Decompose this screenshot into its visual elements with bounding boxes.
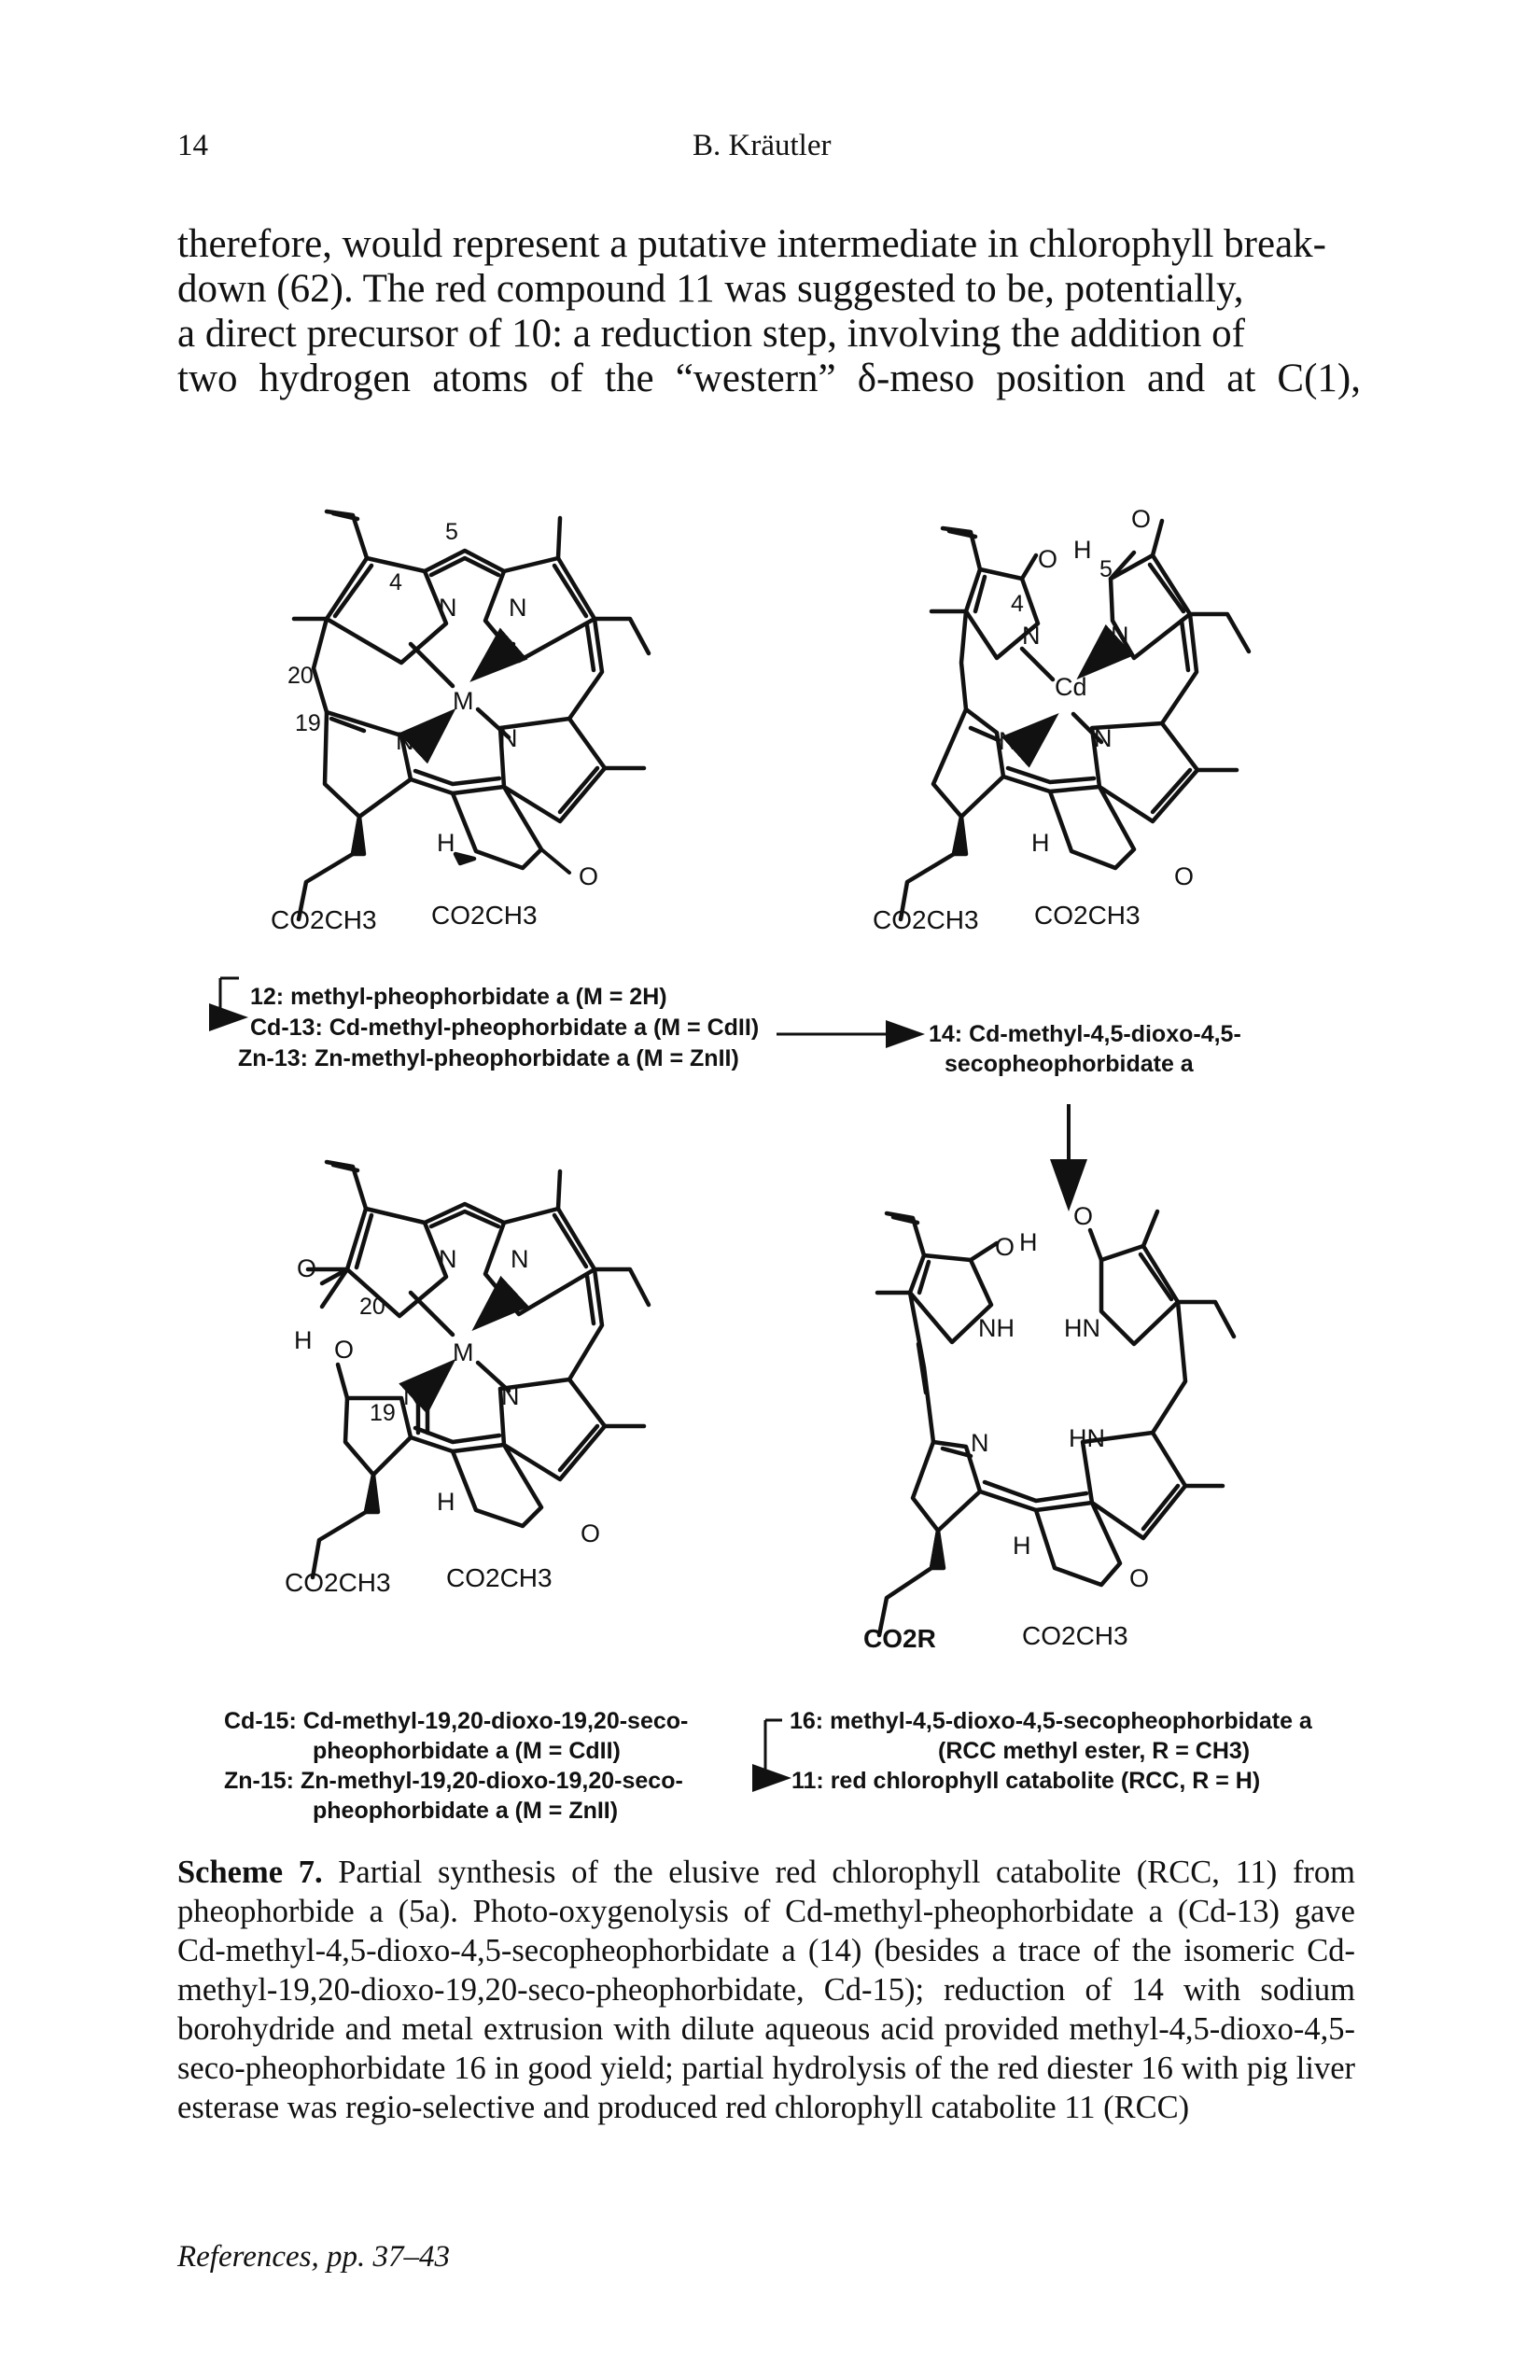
atom-labels-14: O H O N N Cd N N H O 5 4 CO2CH3 CO2CH3: [873, 505, 1194, 934]
svg-text:M: M: [453, 1338, 474, 1366]
svg-text:HN: HN: [1069, 1424, 1105, 1452]
intro-line: two hydrogen atoms of the “western” δ-me…: [177, 357, 1361, 400]
svg-text:O: O: [1174, 862, 1194, 890]
label-11: 11: red chlorophyll catabolite (RCC, R =…: [791, 1768, 1261, 1794]
caption-label: Scheme 7.: [177, 1855, 323, 1890]
intro-line: a direct precursor of 10: a reduction st…: [177, 312, 1245, 356]
svg-text:H: H: [1019, 1228, 1038, 1256]
reaction-scheme: N N M N N H O 5 4 20 19 CO2CH3 CO2CH3: [209, 505, 1252, 1792]
svg-text:CO2CH3: CO2CH3: [873, 905, 979, 934]
svg-text:5: 5: [445, 519, 458, 545]
intro-line: therefore, would represent a putative in…: [177, 222, 1326, 266]
svg-text:CO2CH3: CO2CH3: [446, 1563, 553, 1592]
svg-text:N: N: [1111, 622, 1129, 650]
svg-text:O: O: [581, 1519, 600, 1547]
page-number: 14: [177, 129, 208, 162]
svg-text:O: O: [1129, 1564, 1149, 1592]
structure-15: [305, 1159, 651, 1580]
atom-labels-16: O H O NH HN N HN H O CO2R CO2CH3: [863, 1202, 1149, 1653]
label-cd15-line2: pheophorbidate a (M = CdII): [313, 1738, 621, 1764]
svg-text:20: 20: [359, 1294, 385, 1320]
svg-text:H: H: [294, 1326, 313, 1354]
svg-text:N: N: [1094, 724, 1113, 752]
structure-16-11: [875, 1209, 1237, 1638]
svg-text:4: 4: [1011, 591, 1024, 617]
running-title: B. Kräutler: [693, 129, 832, 162]
svg-text:H: H: [1073, 536, 1092, 564]
svg-text:4: 4: [389, 569, 402, 595]
label-14-line1: 14: Cd-methyl-4,5-dioxo-4,5-: [929, 1021, 1241, 1047]
svg-text:N: N: [971, 1429, 989, 1457]
svg-text:O: O: [297, 1254, 316, 1282]
svg-text:H: H: [1013, 1532, 1031, 1560]
label-cd15-line1: Cd-15: Cd-methyl-19,20-dioxo-19,20-seco-: [224, 1708, 689, 1734]
structure-14: [898, 518, 1252, 922]
svg-text:CO2CH3: CO2CH3: [1022, 1621, 1128, 1650]
svg-text:N: N: [439, 594, 457, 622]
svg-text:M: M: [453, 687, 474, 715]
svg-text:19: 19: [370, 1400, 396, 1426]
svg-text:N: N: [396, 727, 414, 755]
structure-12-13: [291, 509, 651, 922]
svg-text:N: N: [999, 727, 1017, 755]
svg-text:N: N: [439, 1245, 457, 1273]
svg-text:H: H: [437, 1488, 455, 1516]
svg-text:N: N: [509, 594, 527, 622]
svg-text:O: O: [1131, 505, 1151, 533]
svg-text:N: N: [511, 1245, 529, 1273]
svg-text:O: O: [995, 1233, 1015, 1261]
label-zn13: Zn-13: Zn-methyl-pheophorbidate a (M = Z…: [238, 1045, 739, 1071]
svg-text:NH: NH: [978, 1314, 1015, 1342]
svg-text:N: N: [1022, 622, 1041, 650]
svg-text:O: O: [579, 862, 598, 890]
svg-text:O: O: [1073, 1202, 1093, 1230]
svg-text:CO2CH3: CO2CH3: [1034, 901, 1141, 930]
atom-labels-15: O H O N N M N N H O 20 19 CO2CH3 CO2CH3: [285, 1245, 600, 1597]
intro-paragraph: therefore, would represent a putative in…: [177, 222, 1361, 401]
label-zn15-line2: pheophorbidate a (M = ZnII): [313, 1798, 619, 1824]
svg-text:5: 5: [1099, 556, 1113, 582]
svg-text:19: 19: [295, 710, 321, 736]
label-zn15-line1: Zn-15: Zn-methyl-19,20-dioxo-19,20-seco-: [224, 1768, 683, 1794]
svg-text:Cd: Cd: [1055, 673, 1087, 701]
svg-text:N: N: [403, 1382, 422, 1410]
svg-text:O: O: [334, 1336, 354, 1364]
svg-text:CO2CH3: CO2CH3: [271, 905, 377, 934]
label-14-line2: secopheophorbidate a: [945, 1051, 1194, 1077]
reaction-arrows: [209, 976, 1087, 1792]
svg-text:CO2R: CO2R: [863, 1624, 936, 1653]
svg-text:CO2CH3: CO2CH3: [431, 901, 538, 930]
svg-text:CO2CH3: CO2CH3: [285, 1568, 391, 1597]
svg-text:H: H: [1031, 829, 1050, 857]
atom-labels-12: N N M N N H O 5 4 20 19 CO2CH3 CO2CH3: [271, 519, 598, 934]
svg-text:H: H: [437, 829, 455, 857]
svg-text:N: N: [501, 1382, 520, 1410]
label-16-line1: 16: methyl-4,5-dioxo-4,5-secopheophorbid…: [790, 1708, 1312, 1734]
label-12: 12: methyl-pheophorbidate a (M = 2H): [250, 984, 667, 1010]
label-cd13: Cd-13: Cd-methyl-pheophorbidate a (M = C…: [250, 1015, 760, 1041]
svg-text:N: N: [499, 724, 518, 752]
svg-text:20: 20: [287, 663, 314, 689]
references-footer: References, pp. 37–43: [177, 2240, 451, 2274]
svg-text:HN: HN: [1064, 1314, 1100, 1342]
caption-text: Partial synthesis of the elusive red chl…: [177, 1855, 1356, 2125]
label-16-line2: (RCC methyl ester, R = CH3): [938, 1738, 1251, 1764]
svg-text:O: O: [1038, 545, 1057, 573]
intro-line: down (62). The red compound 11 was sugge…: [177, 267, 1244, 311]
scheme-caption: Scheme 7. Partial synthesis of the elusi…: [177, 1853, 1355, 2127]
